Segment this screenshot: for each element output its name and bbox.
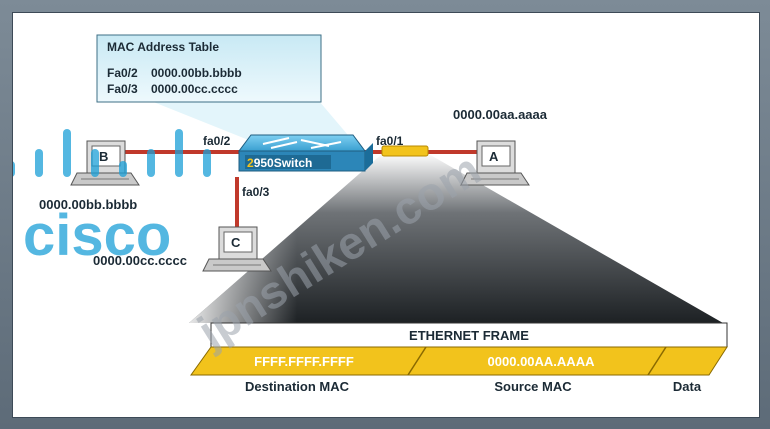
switch-label: 2950Switch (247, 156, 312, 170)
host-a-computer-icon[interactable]: A (460, 140, 530, 186)
port-label-fa03: fa0/3 (242, 185, 270, 199)
frame-divider (647, 346, 667, 376)
host-b-mac: 0000.00bb.bbbb (39, 197, 137, 212)
mac-table-mac: 0000.00bb.bbbb (151, 66, 242, 80)
cisco-logo-text: cisco (23, 203, 171, 268)
callout-pointer (151, 101, 353, 141)
port-label-fa02: fa0/2 (203, 134, 231, 148)
mac-table-row: Fa0/3 0000.00cc.cccc (107, 82, 238, 96)
switch-arrows-icon (262, 137, 342, 149)
ethernet-frame-header (210, 322, 728, 348)
host-b-letter: B (99, 149, 108, 164)
zoom-cone-highlight (189, 153, 405, 323)
diagram-panel: MAC Address Table Fa0/2 0000.00bb.bbbb F… (12, 12, 760, 418)
cisco-logo-watermark: cisco (13, 129, 211, 268)
switch-2950[interactable]: 2950Switch (238, 134, 373, 172)
switch-top (238, 134, 366, 152)
ethernet-frame: ETHERNET FRAME FFFF.FFFF.FFFF 0000.00AA.… (190, 322, 728, 394)
source-mac-label: Source MAC (494, 379, 572, 394)
switch-label-rest: 950Switch (254, 156, 313, 170)
source-mac-value: 0000.00AA.AAAA (488, 354, 596, 369)
host-a-letter: A (489, 149, 499, 164)
mac-table-row: Fa0/2 0000.00bb.bbbb (107, 66, 242, 80)
mac-table-title: MAC Address Table (107, 40, 219, 54)
host-c-computer-icon[interactable]: C (202, 226, 272, 272)
host-b-computer-icon[interactable]: B (70, 140, 140, 186)
ethernet-frame-body (190, 346, 728, 376)
data-label: Data (673, 379, 702, 394)
mac-table-mac: 0000.00cc.cccc (151, 82, 238, 96)
destination-mac-value: FFFF.FFFF.FFFF (254, 354, 354, 369)
switch-label-prefix: 2 (247, 156, 254, 170)
captured-frame-marker (381, 145, 429, 157)
mac-table-port: Fa0/2 (107, 66, 138, 80)
host-a-mac: 0000.00aa.aaaa (453, 107, 548, 122)
port-label-fa01: fa0/1 (376, 134, 404, 148)
switch-side (365, 143, 373, 171)
mac-address-table: MAC Address Table Fa0/2 0000.00bb.bbbb F… (96, 34, 322, 103)
ethernet-frame-title: ETHERNET FRAME (409, 328, 529, 343)
frame-divider (407, 346, 427, 376)
mac-table-port: Fa0/3 (107, 82, 138, 96)
host-c-letter: C (231, 235, 241, 250)
destination-mac-label: Destination MAC (245, 379, 350, 394)
host-c-mac: 0000.00cc.cccc (93, 253, 187, 268)
network-diagram: MAC Address Table Fa0/2 0000.00bb.bbbb F… (13, 34, 728, 394)
